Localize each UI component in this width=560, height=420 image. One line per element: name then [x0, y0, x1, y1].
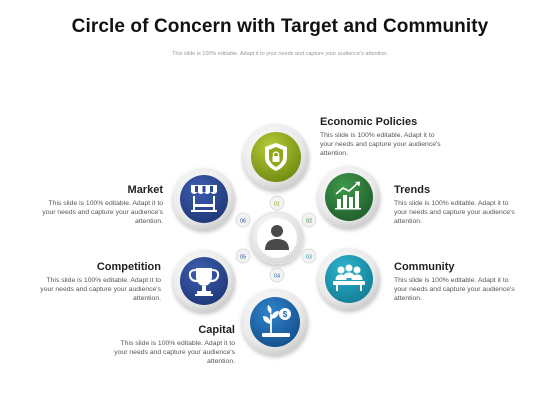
desc-community: This slide is 100% editable. Adapt it to…	[394, 277, 515, 303]
desc-market: This slide is 100% editable. Adapt it to…	[42, 200, 163, 226]
meeting-group-icon	[333, 264, 365, 291]
svg-text:04: 04	[274, 274, 280, 280]
slide-title: Circle of Concern with Target and Commun…	[71, 16, 489, 37]
label-community: Community This slide is 100% editable. A…	[394, 261, 519, 304]
svg-text:01: 01	[274, 202, 280, 208]
number-badge: 03	[301, 248, 317, 264]
label-economic-policies: Economic Policies This slide is 100% edi…	[320, 116, 445, 159]
svg-text:05: 05	[240, 255, 246, 261]
node-capital: $	[242, 289, 308, 355]
desc-competition: This slide is 100% editable. Adapt it to…	[40, 277, 161, 303]
shield-check-icon	[265, 143, 287, 171]
desc-trends: This slide is 100% editable. Adapt it to…	[394, 200, 515, 226]
person-icon	[265, 225, 289, 250]
node-community	[318, 248, 380, 310]
heading-capital: Capital	[198, 324, 235, 336]
label-capital: Capital This slide is 100% editable. Ada…	[110, 324, 235, 367]
number-badge: 05	[235, 248, 251, 264]
heading-community: Community	[394, 261, 455, 273]
heading-market: Market	[127, 184, 163, 196]
node-competition	[173, 250, 235, 312]
number-badge: 02	[301, 212, 317, 228]
svg-text:$: $	[283, 310, 288, 319]
label-trends: Trends This slide is 100% editable. Adap…	[394, 184, 519, 227]
node-market	[173, 168, 235, 230]
label-competition: Competition This slide is 100% editable.…	[36, 261, 161, 304]
center-node	[250, 211, 304, 265]
market-stall-icon	[191, 185, 217, 212]
svg-text:06: 06	[240, 219, 246, 225]
bar-chart-trend-icon	[335, 181, 361, 210]
svg-text:03: 03	[306, 255, 312, 261]
svg-text:02: 02	[306, 219, 312, 225]
node-economic-policies	[243, 124, 309, 190]
trophy-icon	[188, 268, 220, 296]
desc-economic-policies: This slide is 100% editable. Adapt it to…	[320, 132, 441, 158]
node-trends	[318, 166, 380, 228]
slide-subtitle: This slide is 100% editable. Adapt it to…	[172, 51, 388, 57]
money-plant-icon: $	[262, 305, 291, 337]
label-market: Market This slide is 100% editable. Adap…	[38, 184, 163, 227]
desc-capital: This slide is 100% editable. Adapt it to…	[114, 340, 235, 366]
heading-trends: Trends	[394, 184, 431, 196]
number-badge: 04	[269, 267, 285, 283]
heading-competition: Competition	[96, 261, 161, 273]
heading-economic-policies: Economic Policies	[320, 116, 418, 128]
number-badge: 01	[269, 195, 285, 211]
number-badge: 06	[235, 212, 251, 228]
